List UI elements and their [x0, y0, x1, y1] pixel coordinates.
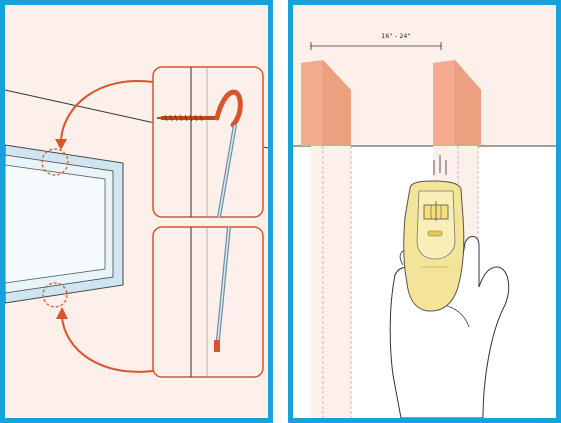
wire-detail-box	[152, 226, 264, 378]
wall-stud-icon	[301, 60, 352, 418]
hanging-wire-icon	[214, 226, 231, 352]
stud-finder-icon	[403, 180, 465, 312]
dashed-circle-icon	[41, 148, 69, 176]
curved-arrow-icon	[56, 307, 154, 373]
dimension-line-icon	[310, 42, 442, 50]
signal-lines-icon	[433, 155, 447, 175]
dashed-circle-icon	[42, 282, 68, 308]
stud-finder-illustration	[293, 42, 556, 418]
panel-stud-finder: 16" - 24"	[288, 0, 561, 423]
hanging-wire-icon	[217, 124, 237, 218]
picture-frame-icon	[5, 144, 124, 304]
hook-screw-icon	[157, 89, 243, 128]
hook-detail-box	[152, 66, 264, 218]
panel-hanging-frame	[0, 0, 273, 423]
stud-spacing-label: 16" - 24"	[381, 33, 411, 40]
curved-arrow-icon	[55, 80, 154, 150]
hanging-frame-illustration	[5, 66, 268, 378]
